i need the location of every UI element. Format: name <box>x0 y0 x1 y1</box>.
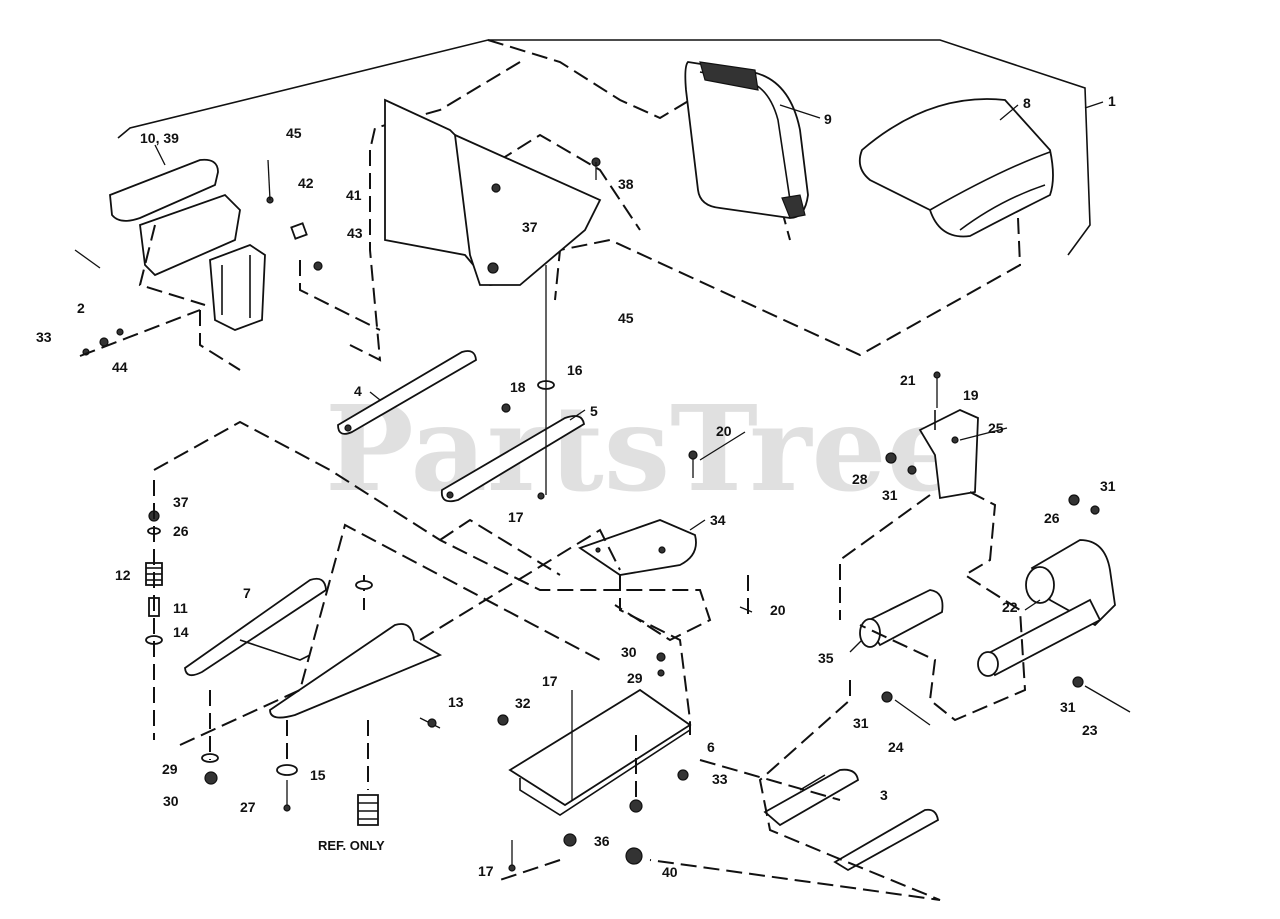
callout-6: 6 <box>707 739 715 755</box>
callout-15: 15 <box>310 767 326 783</box>
callout-20-b: 20 <box>770 602 786 618</box>
callout-33-a: 33 <box>36 329 52 345</box>
callout-8: 8 <box>1023 95 1031 111</box>
callout-31-b: 31 <box>1100 478 1116 494</box>
callout-22: 22 <box>1002 599 1018 615</box>
ref-only-note: REF. ONLY <box>318 838 385 853</box>
callout-19: 19 <box>963 387 979 403</box>
slide-assembly-part-7 <box>184 575 443 719</box>
callout-23: 23 <box>1082 722 1098 738</box>
callout-32: 32 <box>515 695 531 711</box>
callout-30-b: 30 <box>621 644 637 660</box>
callout-18: 18 <box>510 379 526 395</box>
connection-lines <box>138 150 1027 901</box>
callout-29-b: 29 <box>627 670 643 686</box>
callout-38: 38 <box>618 176 634 192</box>
actuator-motor-part-22 <box>977 494 1116 677</box>
callout-5: 5 <box>590 403 598 419</box>
armrest-bracket-part-2 <box>209 243 266 331</box>
callout-20-a: 20 <box>716 423 732 439</box>
callout-2: 2 <box>77 300 85 316</box>
bracket-part-34 <box>578 519 697 576</box>
callout-17-a: 17 <box>508 509 524 525</box>
lower-right-hardware <box>881 676 1131 726</box>
callout-10-39: 10, 39 <box>140 130 179 146</box>
callout-45-a: 45 <box>286 125 302 141</box>
callout-17-c: 17 <box>478 863 494 879</box>
callout-31-d: 31 <box>1060 699 1076 715</box>
callout-16: 16 <box>567 362 583 378</box>
armrest-hardware <box>74 159 323 357</box>
callout-25: 25 <box>988 420 1004 436</box>
callout-35: 35 <box>818 650 834 666</box>
callout-44: 44 <box>112 359 128 375</box>
callout-28-b: 26 <box>173 523 189 539</box>
slide-track-part-3 <box>763 768 939 872</box>
armrest-part-10-39 <box>109 158 241 277</box>
callout-11: 11 <box>173 600 188 616</box>
callout-33-b: 33 <box>712 771 728 787</box>
callout-31-a: 31 <box>882 487 898 503</box>
callout-45-b: 45 <box>618 310 634 326</box>
callout-30-a: 30 <box>163 793 179 809</box>
rail-hardware <box>501 157 698 500</box>
callout-1: 1 <box>1108 93 1116 109</box>
seat-pan-part-41 <box>384 98 602 286</box>
callout-26-b: 26 <box>1044 510 1060 526</box>
callout-leaders <box>154 101 1104 653</box>
callout-29-a: 29 <box>162 761 178 777</box>
lower-left-hardware <box>201 690 441 812</box>
callout-41: 41 <box>346 187 362 203</box>
callout-40: 40 <box>662 864 678 880</box>
callout-34: 34 <box>710 512 726 528</box>
callout-36: 36 <box>594 833 610 849</box>
callout-21: 21 <box>900 372 916 388</box>
callout-14: 14 <box>173 624 189 640</box>
callout-7: 7 <box>243 585 251 601</box>
actuator-bracket-part-19 <box>885 371 979 500</box>
callout-17-b: 17 <box>542 673 558 689</box>
callout-27: 27 <box>240 799 256 815</box>
callout-12: 12 <box>115 567 131 583</box>
callout-13: 13 <box>448 694 464 710</box>
callout-42: 42 <box>298 175 314 191</box>
callout-9: 9 <box>824 111 832 127</box>
callout-4: 4 <box>354 383 362 399</box>
ref-only-spring <box>357 720 379 826</box>
callout-43: 43 <box>347 225 363 241</box>
callout-24: 24 <box>888 739 904 755</box>
spring-stack <box>145 480 163 740</box>
seat-back-part-9 <box>684 61 809 219</box>
slide-rail-part-4 <box>337 350 477 435</box>
slide-rail-part-5 <box>440 415 585 503</box>
callout-labels: 1 2 3 4 5 6 7 8 9 10, 39 11 12 13 14 15 … <box>36 93 1116 880</box>
tube-part-35 <box>859 589 944 648</box>
callout-28-a: 28 <box>852 471 868 487</box>
callout-37-a: 37 <box>522 219 538 235</box>
callout-3: 3 <box>880 787 888 803</box>
watermark: PartsTree <box>325 379 962 518</box>
callout-37-b: 37 <box>173 494 189 510</box>
seat-cushion-part-8 <box>858 98 1054 238</box>
callout-31-c: 31 <box>853 715 869 731</box>
